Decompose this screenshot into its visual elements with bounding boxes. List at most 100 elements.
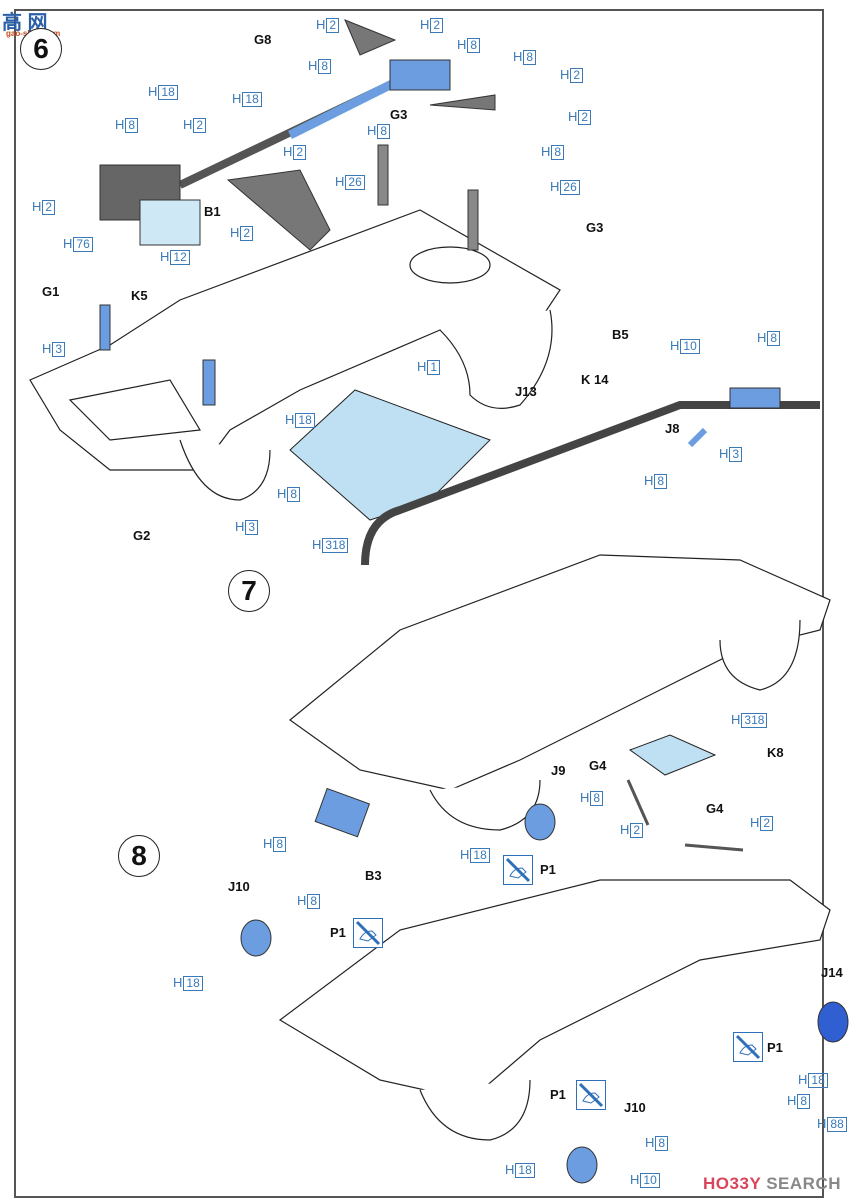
paint-code: 1 bbox=[427, 360, 441, 375]
paint-prefix: H bbox=[263, 836, 273, 851]
j9-hub bbox=[524, 803, 556, 841]
paint-prefix: H bbox=[173, 975, 183, 990]
paint-prefix: H bbox=[277, 486, 287, 501]
paint-prefix: H bbox=[644, 473, 654, 488]
paint-prefix: H bbox=[787, 1093, 797, 1108]
paint-code: 8 bbox=[467, 38, 481, 53]
shock-absorbers bbox=[99, 144, 479, 406]
watermark-bottom: HO33Y SEARCH bbox=[703, 1174, 841, 1194]
paint-prefix: H bbox=[148, 84, 158, 99]
paint-code: 8 bbox=[125, 118, 139, 133]
paint-prefix: H bbox=[670, 338, 680, 353]
paint-prefix: H bbox=[115, 117, 125, 132]
j13-underplate bbox=[289, 389, 491, 521]
paint-code: 8 bbox=[307, 894, 321, 909]
part-label: G8 bbox=[254, 32, 272, 47]
part-label: P1 bbox=[550, 1087, 566, 1102]
paint-code: 2 bbox=[430, 18, 444, 33]
step8-chassis bbox=[278, 879, 831, 1141]
g4-rod-b bbox=[684, 843, 744, 852]
part-label: J8 bbox=[665, 421, 680, 436]
paint-code: 3 bbox=[245, 520, 259, 535]
part-label: J14 bbox=[821, 965, 843, 980]
paint-prefix: H bbox=[731, 712, 741, 727]
paint-prefix: H bbox=[750, 815, 760, 830]
paint-prefix: H bbox=[160, 249, 170, 264]
paint-prefix: H bbox=[285, 412, 295, 427]
paint-code: 2 bbox=[760, 816, 774, 831]
paint-prefix: H bbox=[32, 199, 42, 214]
steering-rack bbox=[99, 19, 496, 246]
paint-code: 2 bbox=[240, 226, 254, 241]
part-label: P1 bbox=[330, 925, 346, 940]
paint-prefix: H bbox=[568, 109, 578, 124]
paint-prefix: H bbox=[560, 67, 570, 82]
paint-prefix: H bbox=[645, 1135, 655, 1150]
part-label: G2 bbox=[133, 528, 151, 543]
paint-prefix: H bbox=[42, 341, 52, 356]
j8-bracket bbox=[687, 427, 708, 448]
part-label: G3 bbox=[390, 107, 408, 122]
paint-code: 2 bbox=[570, 68, 584, 83]
paint-prefix: H bbox=[541, 144, 551, 159]
paint-code: 3 bbox=[729, 447, 743, 462]
paint-prefix: H bbox=[367, 123, 377, 138]
paint-prefix: H bbox=[283, 144, 293, 159]
paint-code: 10 bbox=[640, 1173, 660, 1188]
paint-prefix: H bbox=[798, 1072, 808, 1087]
paint-code: 18 bbox=[183, 976, 203, 991]
part-label: G4 bbox=[706, 801, 724, 816]
part-label: K8 bbox=[767, 745, 784, 760]
paint-prefix: H bbox=[312, 537, 322, 552]
brand-a: HO33Y bbox=[703, 1174, 761, 1193]
step-8-badge: 8 bbox=[118, 835, 160, 877]
paint-code: 76 bbox=[73, 237, 93, 252]
part-label: J10 bbox=[624, 1100, 646, 1115]
part-label: G1 bbox=[42, 284, 60, 299]
paint-prefix: H bbox=[719, 446, 729, 461]
paint-code: 8 bbox=[654, 474, 668, 489]
k14-exhaust bbox=[361, 401, 820, 566]
k8-plate bbox=[628, 734, 717, 776]
part-label: P1 bbox=[767, 1040, 783, 1055]
paint-code: 26 bbox=[560, 180, 580, 195]
paint-prefix: H bbox=[460, 847, 470, 862]
paint-code: 8 bbox=[523, 50, 537, 65]
paint-code: 8 bbox=[377, 124, 391, 139]
part-label: J9 bbox=[551, 763, 566, 778]
brand-b: SEARCH bbox=[760, 1174, 841, 1193]
no-paint-icon bbox=[576, 1080, 606, 1110]
paint-prefix: H bbox=[817, 1116, 827, 1131]
step6-chassis bbox=[29, 209, 561, 501]
paint-prefix: H bbox=[335, 174, 345, 189]
paint-code: 2 bbox=[630, 823, 644, 838]
paint-prefix: H bbox=[580, 790, 590, 805]
paint-prefix: H bbox=[550, 179, 560, 194]
paint-prefix: H bbox=[235, 519, 245, 534]
no-paint-icon bbox=[733, 1032, 763, 1062]
paint-code: 3 bbox=[52, 342, 66, 357]
